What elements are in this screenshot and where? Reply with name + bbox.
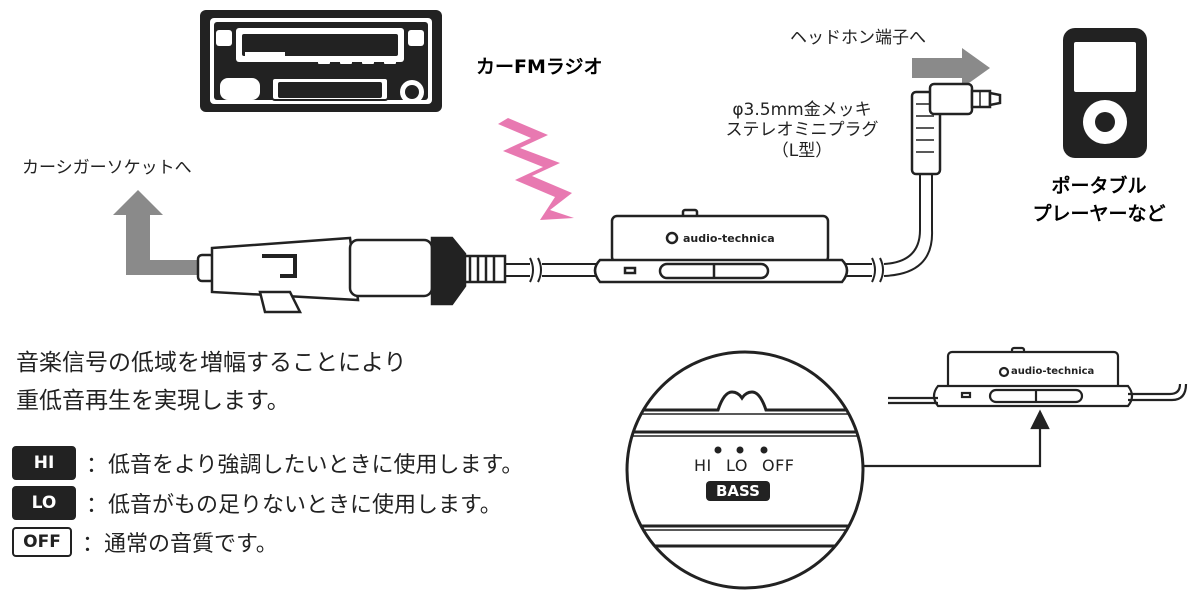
l-type-plug-illustration — [910, 82, 1002, 176]
mode-row-lo: LO ：低音がもの足りないときに使用します。 — [12, 486, 502, 520]
mode-text-off: ：通常の音質です。 — [82, 532, 278, 557]
description-line1: 音楽信号の低域を増幅することにより — [16, 350, 407, 376]
mode-row-hi: HI ：低音をより強調したいときに使用します。 — [12, 446, 523, 480]
car-radio-illustration — [200, 10, 442, 112]
fm-radio-label: カーFMラジオ — [476, 56, 603, 78]
mode-text-hi: ：低音をより強調したいときに使用します。 — [86, 453, 524, 478]
headphone-jack-label: ヘッドホン端子へ — [790, 28, 926, 48]
player-label-line1: ポータブル — [1051, 175, 1147, 197]
device-brand-label: audio-technica — [683, 232, 775, 245]
zoom-lo-label: LO — [726, 456, 748, 475]
description-line2: 重低音再生を実現します。 — [16, 388, 290, 414]
car-socket-label: カーシガーソケットへ — [22, 158, 192, 178]
plug-spec-label: φ3.5mm金メッキ ステレオミニプラグ （L型） — [712, 100, 892, 161]
plug-spec-line2: ステレオミニプラグ — [725, 120, 879, 141]
zoom-hi-label: HI — [694, 456, 712, 475]
feature-description: 音楽信号の低域を増幅することにより 重低音再生を実現します。 — [16, 344, 407, 420]
pointer-line — [860, 409, 1050, 468]
fm-signal-icon — [498, 118, 574, 220]
mode-text-lo: ：低音がもの足りないときに使用します。 — [86, 493, 502, 518]
zoom-detail-circle — [625, 350, 865, 590]
bass-switch-label: BASS — [706, 481, 770, 501]
cable-illustration — [505, 175, 934, 283]
arrow-up-icon — [113, 190, 200, 275]
small-device-illustration — [888, 346, 1188, 408]
mode-badge-lo: LO — [12, 486, 76, 520]
arrow-right-icon — [912, 48, 990, 88]
portable-player-illustration — [1063, 28, 1147, 158]
mode-badge-hi: HI — [12, 446, 76, 480]
mode-badge-off: OFF — [12, 527, 72, 557]
plug-spec-line1: φ3.5mm金メッキ — [732, 100, 872, 120]
mode-row-off: OFF ：通常の音質です。 — [12, 526, 278, 558]
portable-player-label: ポータブル プレーヤーなど — [1014, 172, 1184, 228]
bass-booster-device — [593, 208, 849, 284]
player-label-line2: プレーヤーなど — [1032, 203, 1166, 225]
small-device-brand-label: audio-technica — [1011, 366, 1095, 377]
cigarette-plug-illustration — [196, 236, 507, 314]
plug-spec-line3: （L型） — [771, 140, 833, 161]
zoom-off-label: OFF — [762, 456, 795, 475]
